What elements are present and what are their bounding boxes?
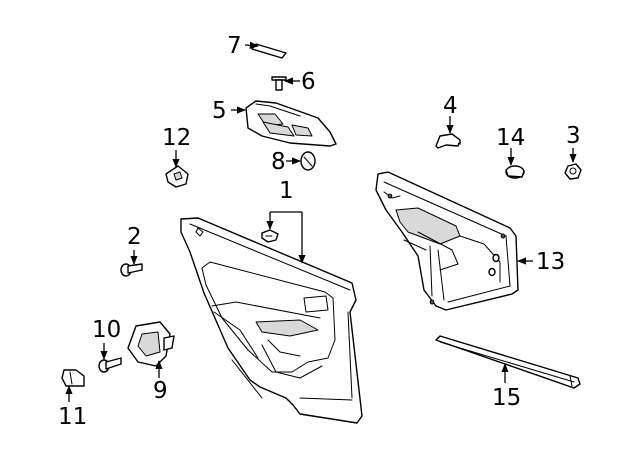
callout-11: 11 [58,404,87,430]
callout-9: 9 [153,378,168,404]
callout-14: 14 [496,125,525,151]
retainer-clip[interactable] [261,229,279,243]
callout-6: 6 [301,69,316,95]
callout-8: 8 [271,149,286,175]
callout-3: 3 [566,123,581,149]
push-pin[interactable] [120,263,143,277]
door-trim-panel[interactable] [180,217,363,424]
screw[interactable] [98,357,122,373]
leader-lines [65,41,577,402]
callout-4: 4 [443,93,458,119]
trim-cap[interactable] [61,369,85,387]
bumper[interactable] [505,165,525,179]
callout-7: 7 [227,33,242,59]
callout-5: 5 [212,98,227,124]
callout-10: 10 [92,317,121,343]
callout-13: 13 [536,249,565,275]
nut[interactable] [564,163,582,180]
plug[interactable] [300,151,316,171]
callout-numbers: 1 2 3 4 5 6 7 8 9 10 11 12 13 14 15 [58,33,581,430]
callout-1: 1 [279,178,294,204]
switch[interactable] [435,133,461,149]
inside-handle[interactable] [127,321,175,367]
callout-15: 15 [492,385,521,411]
water-deflector[interactable] [375,171,519,311]
bracket[interactable] [165,165,189,188]
switch-bezel[interactable] [245,100,337,147]
callout-2: 2 [127,224,142,250]
weatherstrip[interactable] [435,335,581,389]
bolt[interactable] [271,76,287,91]
callout-12: 12 [162,125,191,151]
